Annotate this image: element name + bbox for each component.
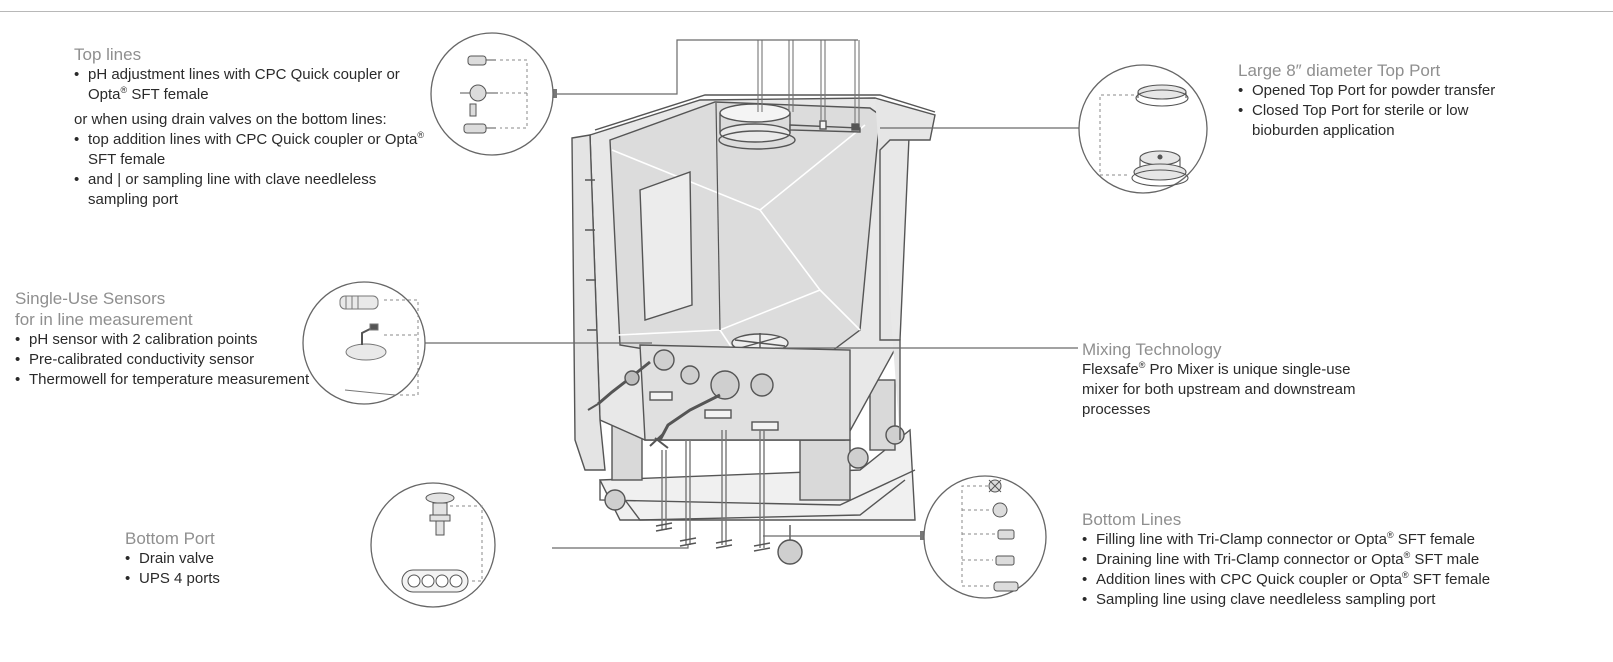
mixing-callout: Mixing Technology Flexsafe® Pro Mixer is… bbox=[1082, 339, 1362, 420]
sensor-item: Pre-calibrated conductivity sensor bbox=[15, 350, 315, 370]
mixer-tank bbox=[571, 40, 936, 565]
mixing-title: Mixing Technology bbox=[1082, 340, 1222, 359]
large-port-title: Large 8″ diameter Top Port bbox=[1238, 61, 1441, 80]
sensors-title: Single-Use Sensors bbox=[15, 289, 166, 308]
bottom-port-title: Bottom Port bbox=[125, 529, 215, 548]
bottom-port-item: Drain valve bbox=[125, 549, 325, 569]
top-lines-item-addition: top addition lines with CPC Quick couple… bbox=[74, 130, 434, 170]
top-lines-item-ph: pH adjustment lines with CPC Quick coupl… bbox=[74, 65, 434, 105]
bottom-port-item: UPS 4 ports bbox=[125, 569, 325, 589]
large-port-item: Opened Top Port for powder transfer bbox=[1238, 81, 1508, 101]
top-lines-detail-circle bbox=[430, 32, 554, 156]
top-lines-item-sampling: and | or sampling line with clave needle… bbox=[74, 170, 434, 210]
bottom-port-detail-circle bbox=[370, 482, 496, 608]
bottom-lines-item: Draining line with Tri-Clamp connector o… bbox=[1082, 550, 1562, 570]
top-rule bbox=[0, 11, 1613, 12]
bottom-lines-callout: Bottom Lines Filling line with Tri-Clamp… bbox=[1082, 509, 1562, 610]
sensor-item: Thermowell for temperature measurement bbox=[15, 370, 315, 390]
sensors-detail-circle bbox=[302, 281, 426, 405]
large-port-detail-circle bbox=[1078, 64, 1208, 194]
sensors-callout: Single-Use Sensors for in line measureme… bbox=[15, 288, 315, 390]
leader-lines bbox=[425, 39, 1080, 549]
large-port-callout: Large 8″ diameter Top Port Opened Top Po… bbox=[1238, 60, 1508, 141]
top-lines-callout: Top lines pH adjustment lines with CPC Q… bbox=[74, 44, 434, 210]
large-port-item: Closed Top Port for sterile or low biobu… bbox=[1238, 101, 1508, 141]
top-lines-or-text: or when using drain valves on the bottom… bbox=[74, 111, 387, 128]
mixing-text: Flexsafe® Pro Mixer is unique single-use… bbox=[1082, 360, 1356, 419]
bottom-lines-item: Sampling line using clave needleless sam… bbox=[1082, 590, 1562, 610]
top-lines-title: Top lines bbox=[74, 45, 142, 64]
bottom-port-callout: Bottom Port Drain valve UPS 4 ports bbox=[125, 528, 325, 589]
bottom-lines-item: Filling line with Tri-Clamp connector or… bbox=[1082, 530, 1562, 550]
bottom-lines-detail-circle bbox=[923, 475, 1047, 599]
sensor-item: pH sensor with 2 calibration points bbox=[15, 330, 315, 350]
sensors-subtitle: for in line measurement bbox=[15, 310, 193, 329]
bottom-lines-title: Bottom Lines bbox=[1082, 510, 1182, 529]
bottom-lines-item: Addition lines with CPC Quick coupler or… bbox=[1082, 570, 1562, 590]
